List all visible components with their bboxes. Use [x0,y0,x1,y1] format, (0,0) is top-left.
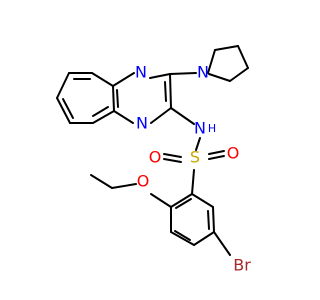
ethoxy-group [90,174,172,208]
atom-label-n-quinoxaline-top: N [135,63,147,82]
atom-label-o-sulfonyl-left: O [149,148,162,167]
bond-quinoxaline-nh [170,107,195,125]
molecule-structure: N N N N H S O O O Br [56,45,251,275]
sulfonyl-double-bonds [163,150,225,163]
atom-label-n-amine: N [194,119,206,138]
atom-label-n-pyrrolidine: N [197,63,209,82]
pyrrolidine-ring [207,45,249,82]
molecule-canvas: N N N N H S O O O Br [56,45,252,275]
atom-label-s: S [190,148,200,167]
atom-label-h-amine: H [208,122,216,135]
pyrazine-ring [112,72,172,124]
bond-benzene-br [213,231,231,256]
atom-label-n-quinoxaline-bottom: N [136,114,148,133]
atom-label-br: Br [233,256,251,275]
quinoxaline-benzene-ring [56,72,115,124]
atom-label-o-sulfonyl-right: O [227,144,240,163]
substituted-benzene-ring [170,193,215,246]
atom-label-o-ether: O [137,172,150,191]
bond-pyrrolidine-quinoxaline [169,72,197,75]
bond-nh-s [195,137,201,151]
bond-s-benzene [191,169,195,195]
